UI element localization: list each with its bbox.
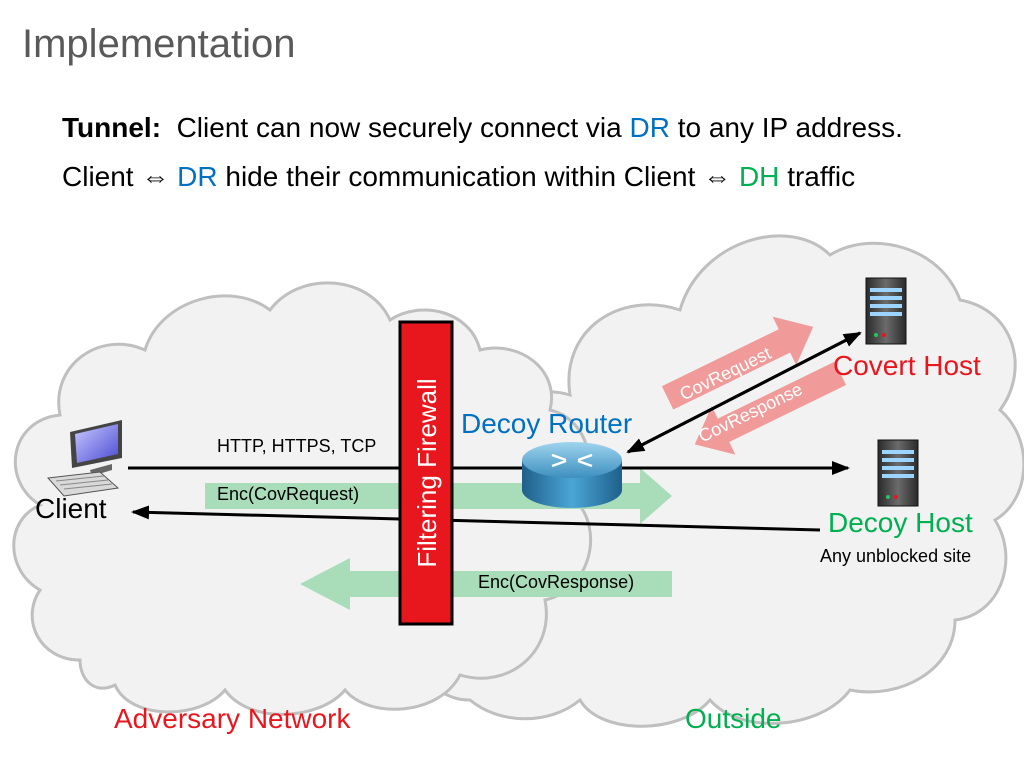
covert-host-label: Covert Host [833, 350, 981, 381]
firewall [398, 320, 454, 626]
enc-response-label: Enc(CovResponse) [478, 572, 635, 592]
tunnel-text-a: Client can now securely connect via [176, 112, 622, 143]
firewall-label: Filtering Firewall [412, 378, 442, 567]
covert-host-router-line [626, 331, 861, 454]
hide-client: Client [62, 161, 134, 192]
tunnel-description: Tunnel: Client can now securely connect … [62, 112, 903, 144]
decoy-host-to-client-line [131, 505, 821, 532]
client-computer-icon [46, 420, 122, 497]
enc-response-flow-arrow [300, 558, 672, 610]
hide-text-b: traffic [787, 161, 856, 192]
adversary-network-label: Adversary Network [114, 703, 351, 734]
cov-request-arrow [661, 316, 814, 410]
hide-description: Client ⇔ DR hide their communication wit… [62, 161, 855, 193]
outside-label: Outside [685, 703, 782, 734]
protocols-label: HTTP, HTTPS, TCP [217, 436, 377, 456]
tunnel-prefix: Tunnel: [62, 112, 162, 143]
decoy-host-sublabel: Any unblocked site [820, 546, 972, 566]
decoy-host-server-icon [877, 439, 919, 507]
bidirectional-arrow-icon: ⇔ [703, 161, 732, 192]
tunnel-dr: DR [629, 112, 670, 143]
hide-dr: DR [177, 161, 218, 192]
hide-text-a: hide their communication within Client [225, 161, 696, 192]
cov-response-arrow [694, 361, 847, 455]
bidirectional-arrow-icon: ⇔ [141, 161, 170, 192]
router-icon [522, 442, 622, 508]
tunnel-text-b: to any IP address. [677, 112, 903, 143]
covert-host-server-icon [865, 277, 907, 345]
enc-request-label: Enc(CovRequest) [217, 484, 360, 504]
slide-title: Implementation [22, 22, 296, 66]
decoy-router-label: Decoy Router [461, 408, 633, 439]
client-label: Client [35, 493, 107, 524]
hide-dh: DH [738, 161, 780, 192]
decoy-host-label: Decoy Host [828, 507, 973, 538]
